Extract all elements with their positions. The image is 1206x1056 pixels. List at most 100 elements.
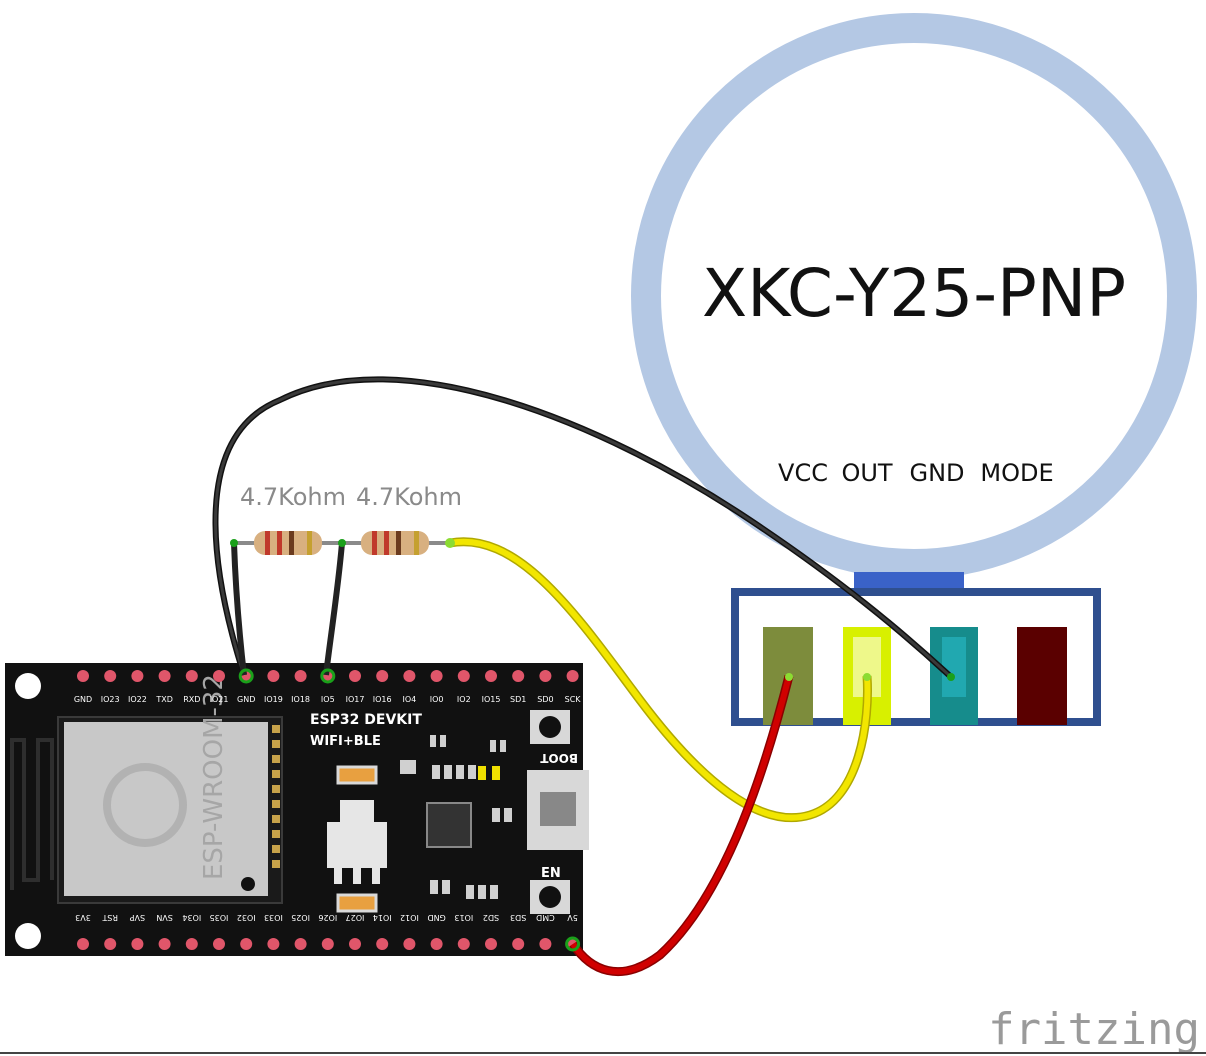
boot-label: BOOT — [539, 751, 578, 765]
bottom-pin-label: 3V3 — [75, 913, 91, 922]
bottom-pin-pad — [430, 938, 443, 950]
top-pin-label: IO15 — [482, 695, 501, 704]
top-pin-label: RXD — [183, 695, 200, 704]
bottom-pin-label: SD2 — [483, 913, 499, 922]
top-pin-label: IO16 — [373, 695, 392, 704]
regulator-leg — [334, 868, 342, 884]
top-pin-label: IO5 — [321, 695, 335, 704]
pin-label-mode: MODE — [980, 459, 1053, 487]
capacitor — [336, 765, 378, 785]
bottom-pin-label: IO32 — [237, 913, 256, 922]
bottom-pin-pad — [104, 938, 117, 950]
top-pin-pad — [131, 670, 144, 682]
bottom-pin-pad — [349, 938, 361, 950]
led — [492, 766, 500, 780]
boot-button-cap[interactable] — [539, 716, 561, 738]
bottom-pin-pad — [512, 938, 525, 950]
smd-components — [400, 735, 512, 899]
bottom-pin-label: IO33 — [264, 913, 283, 922]
en-button-cap[interactable] — [539, 886, 561, 908]
top-pin-pad — [77, 670, 89, 682]
top-pin-pad — [512, 670, 525, 682]
top-pin-label: SD0 — [537, 695, 553, 704]
connected-pin-ring — [238, 668, 254, 684]
bottom-pin-label: IO34 — [182, 913, 201, 922]
resistor-2-label: 4.7Kohm — [356, 483, 462, 511]
red-wire-vcc-core — [570, 675, 792, 975]
top-pin-label: IO18 — [291, 695, 310, 704]
top-pin-label: IO23 — [101, 695, 120, 704]
top-pin-pad — [485, 670, 497, 682]
regulator-leg — [353, 868, 361, 884]
top-pin-pad — [104, 670, 117, 682]
bottom-pin-pad — [403, 938, 416, 950]
led — [478, 766, 486, 780]
top-pin-pad — [185, 670, 198, 682]
bottom-pin-label: IO26 — [318, 913, 337, 922]
antenna-trace — [10, 738, 54, 890]
bottom-pin-label: SVP — [130, 913, 146, 922]
module-dot — [241, 877, 255, 891]
bottom-pin-label: RST — [102, 913, 118, 922]
bottom-pin-label: IO35 — [210, 913, 229, 922]
black-wire-io5-to-resistor — [323, 542, 345, 676]
top-pin-pad — [213, 670, 225, 682]
top-pin-label: IO0 — [430, 695, 444, 704]
bottom-pin-pad — [294, 938, 307, 950]
resistor-2 — [342, 531, 450, 555]
top-pin-pad — [539, 670, 552, 682]
top-pin-label: IO2 — [457, 695, 471, 704]
bottom-pin-pad — [77, 938, 89, 950]
bottom-pin-label: 5V — [567, 913, 578, 922]
wire-end — [338, 539, 346, 547]
bottom-pin-label: SVN — [156, 913, 173, 922]
connected-pin-ring — [320, 668, 336, 684]
top-pin-pad — [566, 670, 579, 682]
wire-end — [230, 539, 238, 547]
fritzing-watermark: fritzing — [988, 1004, 1200, 1055]
bottom-pin-label: IO27 — [346, 913, 365, 922]
bottom-pin-label: IO12 — [400, 913, 419, 922]
capacitor — [336, 893, 378, 913]
top-pin-pad — [349, 670, 361, 682]
bottom-pin-label: SD3 — [510, 913, 526, 922]
top-pin-pad — [430, 670, 443, 682]
connected-pin-ring — [565, 936, 581, 952]
top-pin-label: IO19 — [264, 695, 283, 704]
bottom-pin-pad — [267, 938, 280, 950]
bottom-pin-label: IO25 — [291, 913, 310, 922]
top-pin-label: IO17 — [346, 695, 365, 704]
sensor-ring — [631, 13, 1197, 579]
top-pin-pad — [294, 670, 307, 682]
regulator-tab — [340, 800, 374, 822]
connector-pin-mode — [1017, 627, 1067, 725]
board-subtitle: WIFI+BLE — [310, 734, 381, 749]
voltage-regulator — [327, 822, 387, 868]
top-pin-pad — [158, 670, 171, 682]
connector-tab — [854, 572, 964, 592]
mount-hole — [15, 673, 41, 699]
top-pin-pad — [457, 670, 470, 682]
bottom-pin-label: IO13 — [454, 913, 473, 922]
black-wire-gnd-to-resistor — [231, 542, 247, 676]
mount-hole — [15, 923, 41, 949]
bottom-pin-label: CMD — [536, 913, 555, 922]
top-pin-label: GND — [74, 695, 92, 704]
pin-label-out: OUT — [841, 459, 892, 487]
pin-label-vcc: VCC — [778, 459, 828, 487]
resistor-1 — [233, 531, 342, 555]
wire-end — [863, 673, 871, 681]
wire-end — [785, 673, 793, 681]
bottom-pin-pad — [321, 938, 334, 950]
module-side-pads — [272, 725, 280, 868]
bottom-pin-pad — [457, 938, 470, 950]
bottom-pin-pad — [539, 938, 552, 950]
esp32-board: ESP-WROOM-32 ESP32 DEVKIT WIFI+BLE — [5, 663, 589, 956]
top-pin-pad — [403, 670, 416, 682]
connector-pin-gnd-inner — [942, 637, 966, 697]
bottom-pin-label: IO14 — [373, 913, 392, 922]
module-label: ESP-WROOM-32 — [199, 674, 229, 880]
module-shield — [64, 722, 268, 896]
